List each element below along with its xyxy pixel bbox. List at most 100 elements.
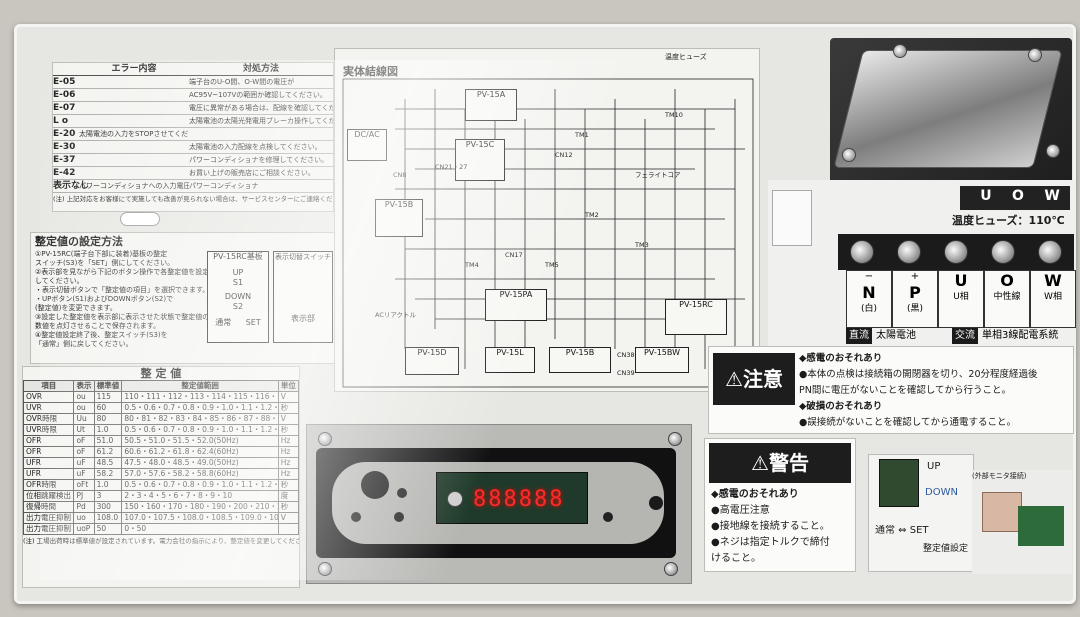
wiring-label: CN38 <box>617 351 635 359</box>
wiring-fuse-title: 温度ヒューズ <box>665 53 707 61</box>
error-table-header-remedy: 対処方法 <box>242 64 279 74</box>
bracket-screw <box>893 44 907 58</box>
warning-line: ●高電圧注意 <box>711 505 770 516</box>
terminal-p-screw[interactable] <box>896 240 921 264</box>
display-section-label: 表示部 <box>291 314 315 323</box>
terminal-sub: (黒) <box>906 304 924 314</box>
bracket-screw <box>842 148 856 162</box>
terminal-block <box>838 234 1074 270</box>
terminal-o-screw[interactable] <box>991 240 1016 264</box>
board-s2-label: S2 <box>232 302 244 311</box>
frame-screw <box>664 562 678 576</box>
terminal-main: P <box>909 283 921 302</box>
settings-cell: V <box>277 413 300 425</box>
settings-cell: 150・160・170・180・190・200・210・220・230・240・… <box>121 501 279 513</box>
terminal-label: −N(白) <box>846 270 892 328</box>
wiring-label: ACリアクトル <box>375 311 417 319</box>
error-content <box>79 167 189 179</box>
metal-bracket <box>833 50 1063 168</box>
terminal-top-block <box>960 186 1070 210</box>
normal-set-switch-label[interactable]: 通常 ⇔ SET <box>875 525 929 536</box>
settings-cell: 108.0 <box>93 512 123 524</box>
external-monitor-label: (外部モニタ接続) <box>972 472 1027 480</box>
error-code: E-06 <box>53 90 76 100</box>
settings-cell: uF <box>73 457 95 469</box>
settings-cell: Hz <box>277 446 300 458</box>
settings-cell: 0・50 <box>121 523 279 535</box>
settings-cell: 1.0 <box>93 424 123 436</box>
caution-line: ●本体の点検は接続箱の開閉器を切り、20分程度経過後 <box>799 369 1038 380</box>
setting-step: スイッチ(S3)を「SET」側にしてください。 <box>35 259 175 267</box>
settings-cell: OVR時限 <box>22 413 75 425</box>
error-content <box>79 154 189 166</box>
terminal-u-screw[interactable] <box>943 240 968 264</box>
error-code: E-30 <box>53 142 76 152</box>
display-switch-label: 表示切替スイッチ <box>275 253 331 261</box>
error-content <box>79 115 189 127</box>
wiring-label: CN17 <box>505 251 523 259</box>
frame-screw <box>668 432 682 446</box>
led-display-board: 888888 <box>436 472 588 524</box>
settings-row: UVRou600.5・0.6・0.7・0.8・0.9・1.0・1.1・1.2・1… <box>22 402 300 414</box>
bracket-screw <box>1028 48 1042 62</box>
settings-cell: OFR <box>22 446 75 458</box>
terminal-n-screw[interactable] <box>849 240 874 264</box>
down-button-label[interactable]: DOWN <box>925 487 958 498</box>
warning-text: ◆感電のおそれあり●高電圧注意●接地線を接続すること。●ネジは指定トルクで締付け… <box>705 487 855 567</box>
settings-cell: 51.0 <box>93 435 123 447</box>
settings-cell: 107.0・107.5・108.0・108.5・109.0・109.5 <box>121 512 279 524</box>
circuit-board-box: PV-15PA <box>485 289 547 321</box>
display-hole <box>603 512 613 522</box>
display-knob[interactable] <box>361 471 389 499</box>
caution-line: ●誤接続がないことを確認してから通電すること。 <box>799 417 1017 428</box>
led-digits: 888888 <box>473 487 565 512</box>
up-button-label[interactable]: UP <box>927 461 941 472</box>
terminal-w-screw[interactable] <box>1038 240 1063 264</box>
wiring-label: TM5 <box>545 261 559 269</box>
caution-header: ⚠注意 <box>713 353 795 405</box>
circuit-board-box: PV-15RC <box>665 299 727 335</box>
wiring-label: CN39 <box>617 369 635 377</box>
terminal-label: +P(黒) <box>892 270 938 328</box>
settings-cell: 2・3・4・5・6・7・8・9・10 <box>121 490 279 502</box>
terminal-sub: W相 <box>1044 292 1062 302</box>
pv15rc-board-diagram: PV-15RC基板 UP S1 DOWN S2 通常 SET <box>207 251 269 343</box>
setting-step: ②表示部を見ながら下記のボタン操作で各整定値を設定 <box>35 268 207 276</box>
error-remedy: お買い上げの販売店にご相談ください。 <box>189 169 315 177</box>
settings-cell: V <box>277 512 300 524</box>
circuit-board-box: PV-15D <box>405 347 459 375</box>
error-content: 太陽電池の入力をSTOPさせてください。 <box>79 130 189 138</box>
settings-cell: 0.5・0.6・0.7・0.8・0.9・1.0・1.1・1.2・1.3・1.4 <box>121 402 279 414</box>
wiring-label: フェライトコア <box>635 171 681 179</box>
display-button[interactable] <box>649 496 663 510</box>
warning-line: ◆感電のおそれあり <box>711 489 799 500</box>
ac-text: 単相3線配電系統 <box>982 330 1059 341</box>
wiring-label: TM4 <box>465 261 479 269</box>
external-monitor-connector: (外部モニタ接続) <box>972 470 1072 574</box>
wiring-label: TM3 <box>635 241 649 249</box>
error-content <box>79 89 189 101</box>
control-board <box>879 459 919 507</box>
settings-cell: 0.5・0.6・0.7・0.8・0.9・1.0・1.1・1.2・1.3・1.4 <box>121 479 279 491</box>
setting-step: ・表示切替ボタンで「整定値の項目」を選択できます。 <box>35 286 207 294</box>
circuit-board-box: PV-15A <box>465 89 517 121</box>
connector-block[interactable] <box>982 492 1022 532</box>
settings-table-note: (注) 工場出荷時は標準値が設定されています。電力会社の指示により、整定値を変更… <box>23 537 299 545</box>
error-content <box>79 102 189 114</box>
settings-cell: 出力電圧抑制 <box>22 512 75 524</box>
dc-tag: 直流 <box>846 328 872 344</box>
setting-method-sheet: 整定値の設定方法 ①PV-15RC(端子台下部に装着)基板の整定スイッチ(S3)… <box>30 232 336 364</box>
wiring-label: CN8 <box>393 171 407 179</box>
error-remedy: AC95V~107Vの範囲か確認してください。 <box>189 91 327 99</box>
settings-cell: 位相跳躍検出 <box>22 490 75 502</box>
